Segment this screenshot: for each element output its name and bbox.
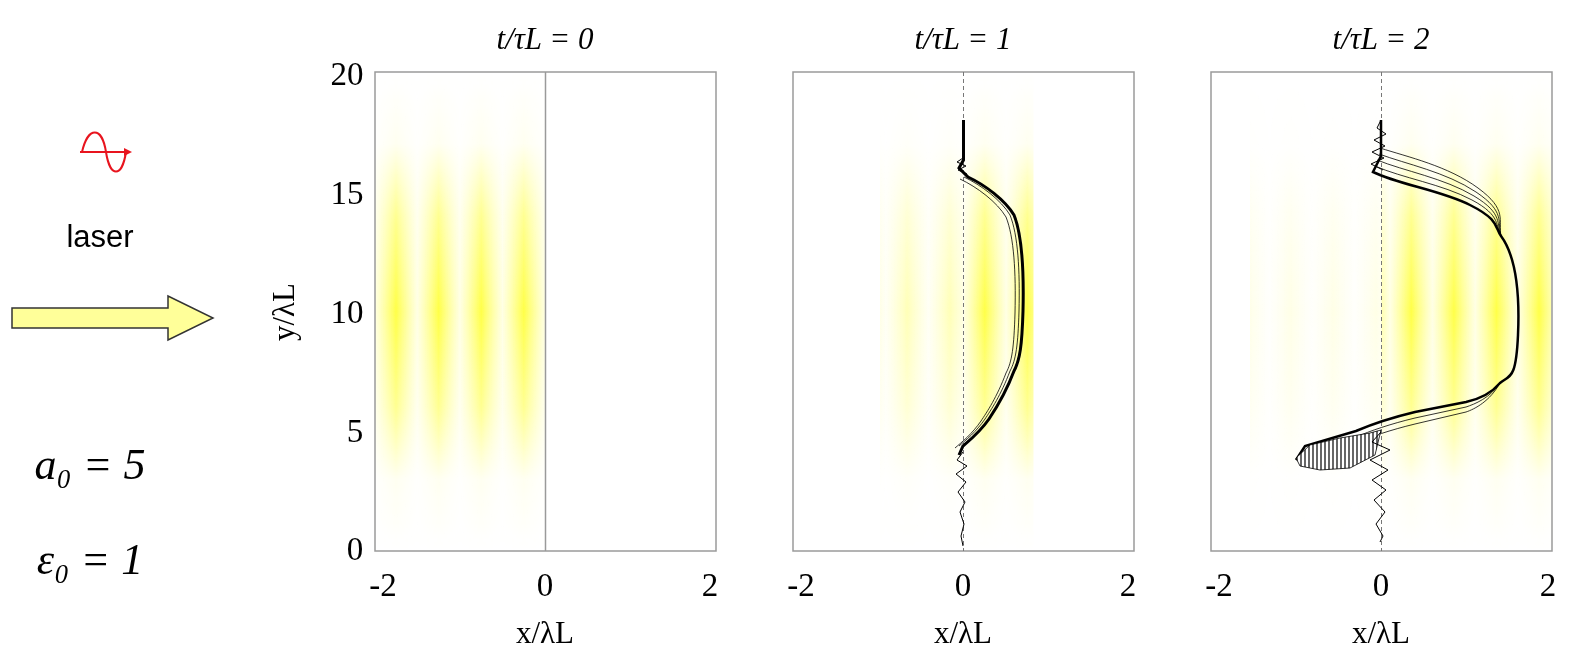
tick-label: 15 bbox=[331, 177, 364, 210]
tick-label: -2 bbox=[1205, 569, 1233, 602]
tick-label: 2 bbox=[702, 569, 719, 602]
axis-label: y/λL bbox=[268, 283, 299, 341]
tick-label: 0 bbox=[1373, 569, 1390, 602]
tick-label: 5 bbox=[347, 415, 364, 448]
parameter-label: ε₀ = 1 bbox=[37, 538, 143, 582]
panel-title: t/τL = 1 bbox=[915, 23, 1012, 54]
laser-field bbox=[375, 72, 1552, 551]
laser-arrow bbox=[12, 296, 213, 340]
tick-label: -2 bbox=[369, 569, 397, 602]
tick-label: 2 bbox=[1540, 569, 1557, 602]
panel-title: t/τL = 2 bbox=[1333, 23, 1430, 54]
tick-label: -2 bbox=[787, 569, 815, 602]
target-foil bbox=[1296, 120, 1518, 542]
tick-label: 20 bbox=[331, 58, 364, 91]
panel-frame bbox=[375, 72, 1552, 551]
laser-icon bbox=[80, 133, 130, 172]
target-foil bbox=[955, 120, 1023, 546]
tick-label: 2 bbox=[1120, 569, 1137, 602]
tick-label: 0 bbox=[955, 569, 972, 602]
panel-title: t/τL = 0 bbox=[497, 23, 594, 54]
tick-label: 0 bbox=[537, 569, 554, 602]
axis-label: x/λL bbox=[1352, 617, 1410, 648]
axis-label: x/λL bbox=[934, 617, 992, 648]
tick-label: 10 bbox=[331, 296, 364, 329]
laser-label: laser bbox=[66, 221, 133, 252]
parameter-label: a₀ = 5 bbox=[35, 443, 146, 487]
target-line bbox=[545, 72, 547, 551]
axis-label: x/λL bbox=[516, 617, 574, 648]
tick-label: 0 bbox=[347, 533, 364, 566]
